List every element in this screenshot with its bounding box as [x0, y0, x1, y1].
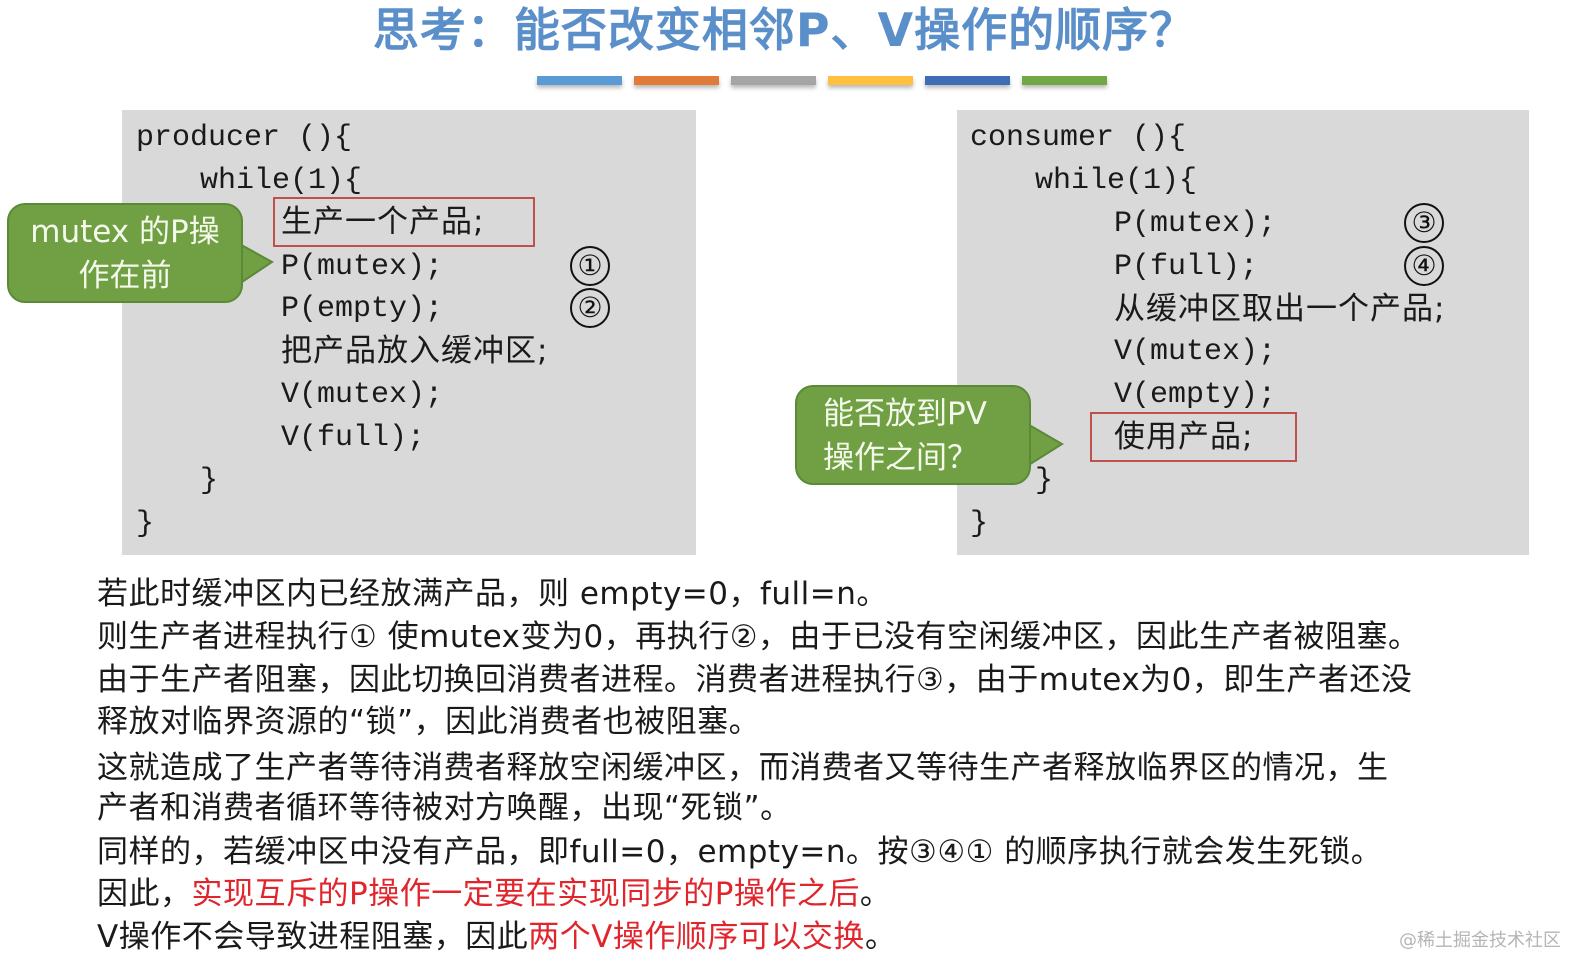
producer-line-2: while(1){	[200, 164, 363, 198]
producer-line-4: P(mutex);	[281, 250, 444, 284]
divider-bar-orange	[634, 76, 719, 85]
consumer-code-block	[957, 110, 1529, 555]
title-divider-bars	[537, 76, 1107, 85]
conclusion-1-highlight: 实现互斥的P操作一定要在实现同步的P操作之后	[191, 876, 860, 912]
consumer-callout-line-2: 操作之间？	[823, 440, 978, 476]
producer-line-8: V(full);	[281, 421, 426, 455]
explanation-line-4: 释放对临界资源的“锁”，因此消费者也被阻塞。	[97, 704, 761, 740]
explanation-line-7: 同样的，若缓冲区中没有产品，即full=0，empty=n。按③④① 的顺序执行…	[97, 834, 1383, 870]
conclusion-line-1: 因此，实现互斥的P操作一定要在实现同步的P操作之后。	[97, 876, 891, 912]
producer-callout-line-2: 作在前	[78, 258, 172, 294]
conclusion-line-2: V操作不会导致进程阻塞，因此两个V操作顺序可以交换。	[97, 919, 896, 955]
producer-line-9: }	[200, 464, 219, 498]
consumer-line-4: P(full);	[1114, 250, 1259, 284]
producer-line-10: }	[136, 507, 155, 541]
producer-callout-line-1: mutex 的P操	[30, 214, 220, 250]
producer-line-5: P(empty);	[281, 292, 444, 326]
conclusion-1-suffix: 。	[859, 876, 892, 912]
consumer-line-3: P(mutex);	[1114, 207, 1277, 241]
conclusion-1-prefix: 因此，	[97, 876, 192, 912]
explanation-line-5: 这就造成了生产者等待消费者释放空闲缓冲区，而消费者又等待生产者释放临界区的情况，…	[97, 750, 1389, 786]
consumer-callout-line-1: 能否放到PV	[823, 396, 987, 432]
consumer-highlight-box	[1090, 412, 1297, 462]
step-marker-4: ④	[1404, 246, 1444, 286]
producer-callout: mutex 的P操 作在前	[7, 203, 243, 303]
producer-code-block	[122, 110, 696, 555]
watermark: @稀土掘金技术社区	[1399, 930, 1561, 951]
divider-bar-green	[1022, 76, 1107, 85]
producer-line-3: 生产一个产品;	[281, 204, 485, 240]
slide-title: 思考：能否改变相邻P、V操作的顺序？	[372, 3, 1197, 57]
producer-line-7: V(mutex);	[281, 378, 444, 412]
producer-line-1: producer (){	[136, 121, 353, 155]
consumer-line-9: }	[1035, 464, 1054, 498]
explanation-line-6: 产者和消费者循环等待被对方唤醒，出现“死锁”。	[97, 790, 792, 826]
consumer-line-2: while(1){	[1035, 164, 1198, 198]
consumer-line-8: 使用产品;	[1114, 419, 1254, 455]
consumer-line-10: }	[970, 507, 989, 541]
divider-bar-blue	[537, 76, 622, 85]
explanation-line-1: 若此时缓冲区内已经放满产品，则 empty=0，full=n。	[97, 576, 888, 612]
divider-bar-gray	[731, 76, 816, 85]
explanation-line-3: 由于生产者阻塞，因此切换回消费者进程。消费者进程执行③，由于mutex为0，即生…	[97, 662, 1413, 698]
conclusion-2-suffix: 。	[864, 919, 897, 955]
step-marker-3: ③	[1404, 203, 1444, 243]
consumer-callout: 能否放到PV 操作之间？	[795, 385, 1031, 485]
producer-line-6: 把产品放入缓冲区;	[281, 333, 549, 369]
divider-bar-darkblue	[925, 76, 1010, 85]
consumer-line-1: consumer (){	[970, 121, 1187, 155]
divider-bar-yellow	[828, 76, 913, 85]
consumer-line-5: 从缓冲区取出一个产品;	[1114, 291, 1446, 327]
consumer-line-6: V(mutex);	[1114, 335, 1277, 369]
conclusion-2-prefix: V操作不会导致进程阻塞，因此	[97, 919, 529, 955]
step-marker-1: ①	[570, 246, 610, 286]
step-marker-2: ②	[570, 288, 610, 328]
producer-highlight-box	[273, 197, 535, 247]
conclusion-2-highlight: 两个V操作顺序可以交换	[528, 919, 865, 955]
explanation-line-2: 则生产者进程执行① 使mutex变为0，再执行②，由于已没有空闲缓冲区，因此生产…	[97, 619, 1420, 655]
consumer-line-7: V(empty);	[1114, 378, 1277, 412]
